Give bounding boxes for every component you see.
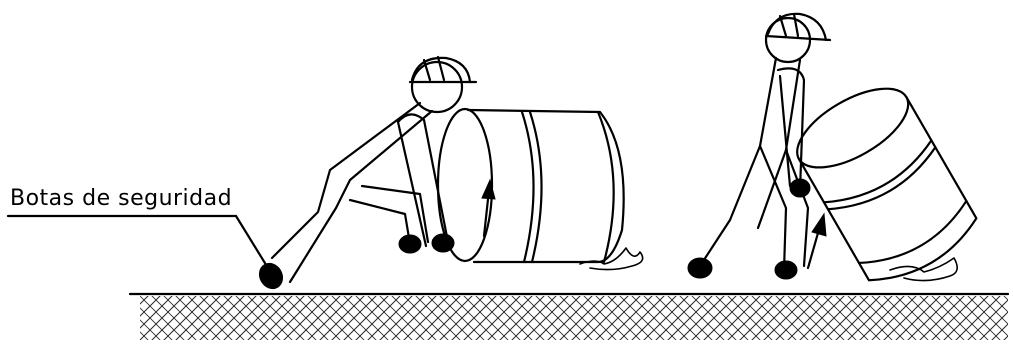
worker-right <box>688 14 830 279</box>
boot-icon <box>255 259 287 293</box>
boot-icon <box>775 261 797 279</box>
boot-icon <box>790 179 810 197</box>
barrel-icon <box>438 109 643 270</box>
safety-boots-callout: Botas de seguridad <box>8 186 268 268</box>
hard-hat-icon <box>766 14 830 62</box>
barrel-icon <box>785 73 984 294</box>
boot-icon <box>399 235 421 253</box>
boot-icon <box>688 258 712 278</box>
ground <box>130 294 1008 340</box>
arrow-up-icon <box>808 214 826 268</box>
safety-boots-label: Botas de seguridad <box>10 186 232 211</box>
worker-left <box>255 57 476 293</box>
